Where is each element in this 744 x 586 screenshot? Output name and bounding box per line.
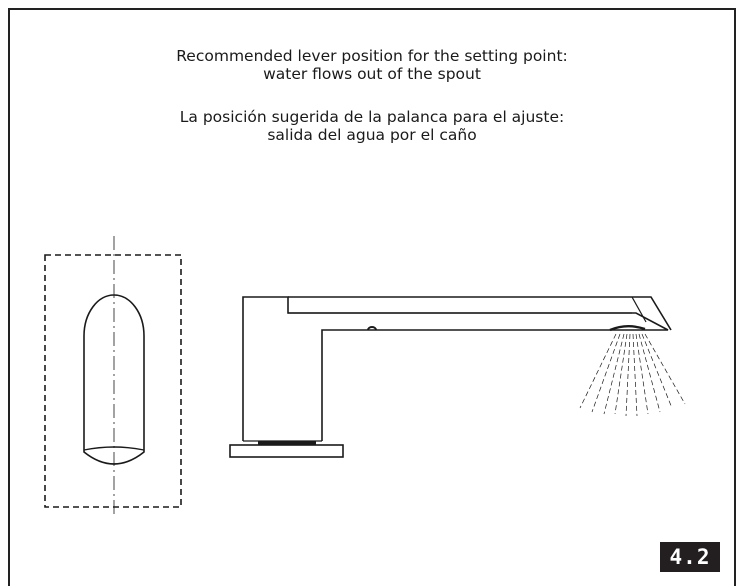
faucet-body-side <box>242 296 669 441</box>
lever-handle-front <box>83 294 145 465</box>
spout-detail-dot <box>367 326 377 331</box>
caption-english-line-2: water flows out of the spout <box>263 65 481 83</box>
lever-boundary-dashed <box>44 254 182 508</box>
caption-spanish-line-2: salida del agua por el caño <box>267 126 477 144</box>
aerator <box>609 325 646 332</box>
figure-number-badge: 4.2 <box>660 542 720 572</box>
faucet-base <box>229 444 344 458</box>
caption-spanish: La posición sugerida de la palanca para … <box>0 108 744 144</box>
caption-spanish-line-1: La posición sugerida de la palanca para … <box>179 108 565 126</box>
water-spray <box>579 333 686 417</box>
caption-english-line-1: Recommended lever position for the setti… <box>176 47 568 65</box>
spout-top-plate <box>288 296 672 331</box>
diagram-frame <box>8 8 736 586</box>
lever-handle-bottom-edge <box>83 446 145 451</box>
caption-english: Recommended lever position for the setti… <box>0 47 744 83</box>
